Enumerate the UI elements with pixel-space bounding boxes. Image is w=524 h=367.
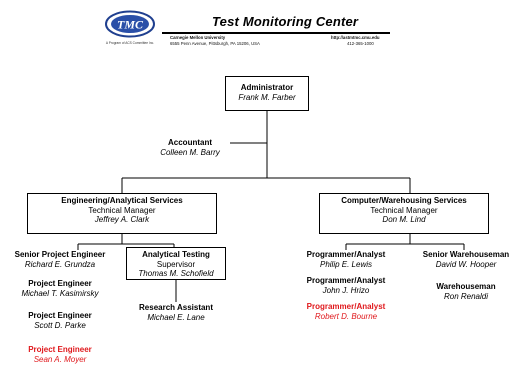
administrator-name: Frank M. Farber — [238, 92, 296, 102]
programmer-title: Programmer/Analyst — [306, 276, 386, 285]
engineer-position: Project Engineer Scott D. Parke — [8, 311, 112, 330]
engineer-name: Richard E. Grundza — [24, 259, 96, 269]
programmer-name: Robert D. Bourne — [314, 311, 378, 321]
computer-services-box: Computer/Warehousing Services Technical … — [319, 193, 489, 234]
center-title: Test Monitoring Center — [212, 14, 359, 29]
research-assistant-position: Research Assistant Michael E. Lane — [136, 303, 216, 322]
warehouse-name: Ron Renaldi — [443, 291, 489, 301]
analytical-testing-title: Analytical Testing — [142, 250, 210, 259]
logo-text: TMC — [117, 18, 144, 32]
accountant-title: Accountant — [168, 138, 212, 147]
engineer-position-open: Project Engineer Sean A. Moyer — [8, 345, 112, 364]
engineer-title: Senior Project Engineer — [14, 250, 106, 259]
engineer-title: Project Engineer — [28, 311, 92, 320]
administrator-box: Administrator Frank M. Farber — [225, 76, 309, 111]
engineer-name: Michael T. Kasimirsky — [21, 288, 99, 298]
header-rule — [162, 32, 390, 34]
computer-role: Technical Manager — [370, 205, 438, 215]
warehouse-position: Senior Warehouseman David W. Hooper — [418, 250, 514, 269]
engineer-title: Project Engineer — [28, 279, 92, 288]
address-line-1: Carnegie Mellon University — [170, 35, 226, 40]
computer-title: Computer/Warehousing Services — [341, 196, 467, 205]
programmer-position: Programmer/Analyst John J. Hrizo — [296, 276, 396, 295]
warehouse-position: Warehouseman Ron Renaldi — [418, 282, 514, 301]
tmc-logo: TMC — [105, 10, 155, 38]
programmer-position-open: Programmer/Analyst Robert D. Bourne — [296, 302, 396, 321]
research-assistant-title: Research Assistant — [139, 303, 213, 312]
engineer-name: Scott D. Parke — [34, 320, 86, 330]
research-assistant-name: Michael E. Lane — [147, 312, 205, 322]
programmer-position: Programmer/Analyst Philip E. Lewis — [296, 250, 396, 269]
programmer-name: John J. Hrizo — [322, 285, 370, 295]
website-text: http://astmtmc.cmu.edu — [331, 35, 380, 40]
analytical-testing-name: Thomas M. Schofield — [138, 269, 214, 278]
programmer-title: Programmer/Analyst — [306, 302, 386, 311]
engineer-position: Senior Project Engineer Richard E. Grund… — [8, 250, 112, 269]
engineer-name: Sean A. Moyer — [33, 354, 87, 364]
analytical-testing-box: Analytical Testing Supervisor Thomas M. … — [126, 247, 226, 280]
programmer-title: Programmer/Analyst — [306, 250, 386, 259]
accountant-position: Accountant Colleen M. Barry — [150, 138, 230, 157]
warehouse-title: Warehouseman — [436, 282, 496, 291]
engineering-title: Engineering/Analytical Services — [61, 196, 183, 205]
engineering-role: Technical Manager — [88, 205, 156, 215]
analytical-testing-role: Supervisor — [156, 259, 196, 269]
accountant-name: Colleen M. Barry — [160, 147, 220, 157]
logo-tagline: A Program of ACS Committee Inc. — [105, 41, 155, 45]
computer-manager-name: Don M. Lind — [382, 215, 426, 224]
engineer-position: Project Engineer Michael T. Kasimirsky — [8, 279, 112, 298]
administrator-title: Administrator — [240, 83, 294, 92]
engineer-title: Project Engineer — [28, 345, 92, 354]
address-line-2: 6555 Penn Avenue, Pittsburgh, PA 15206, … — [170, 41, 260, 46]
phone-text: 412-365-1000 — [347, 41, 374, 46]
programmer-name: Philip E. Lewis — [319, 259, 373, 269]
warehouse-title: Senior Warehouseman — [422, 250, 510, 259]
engineering-manager-name: Jeffrey A. Clark — [94, 215, 150, 224]
warehouse-name: David W. Hooper — [435, 259, 497, 269]
engineering-services-box: Engineering/Analytical Services Technica… — [27, 193, 217, 234]
